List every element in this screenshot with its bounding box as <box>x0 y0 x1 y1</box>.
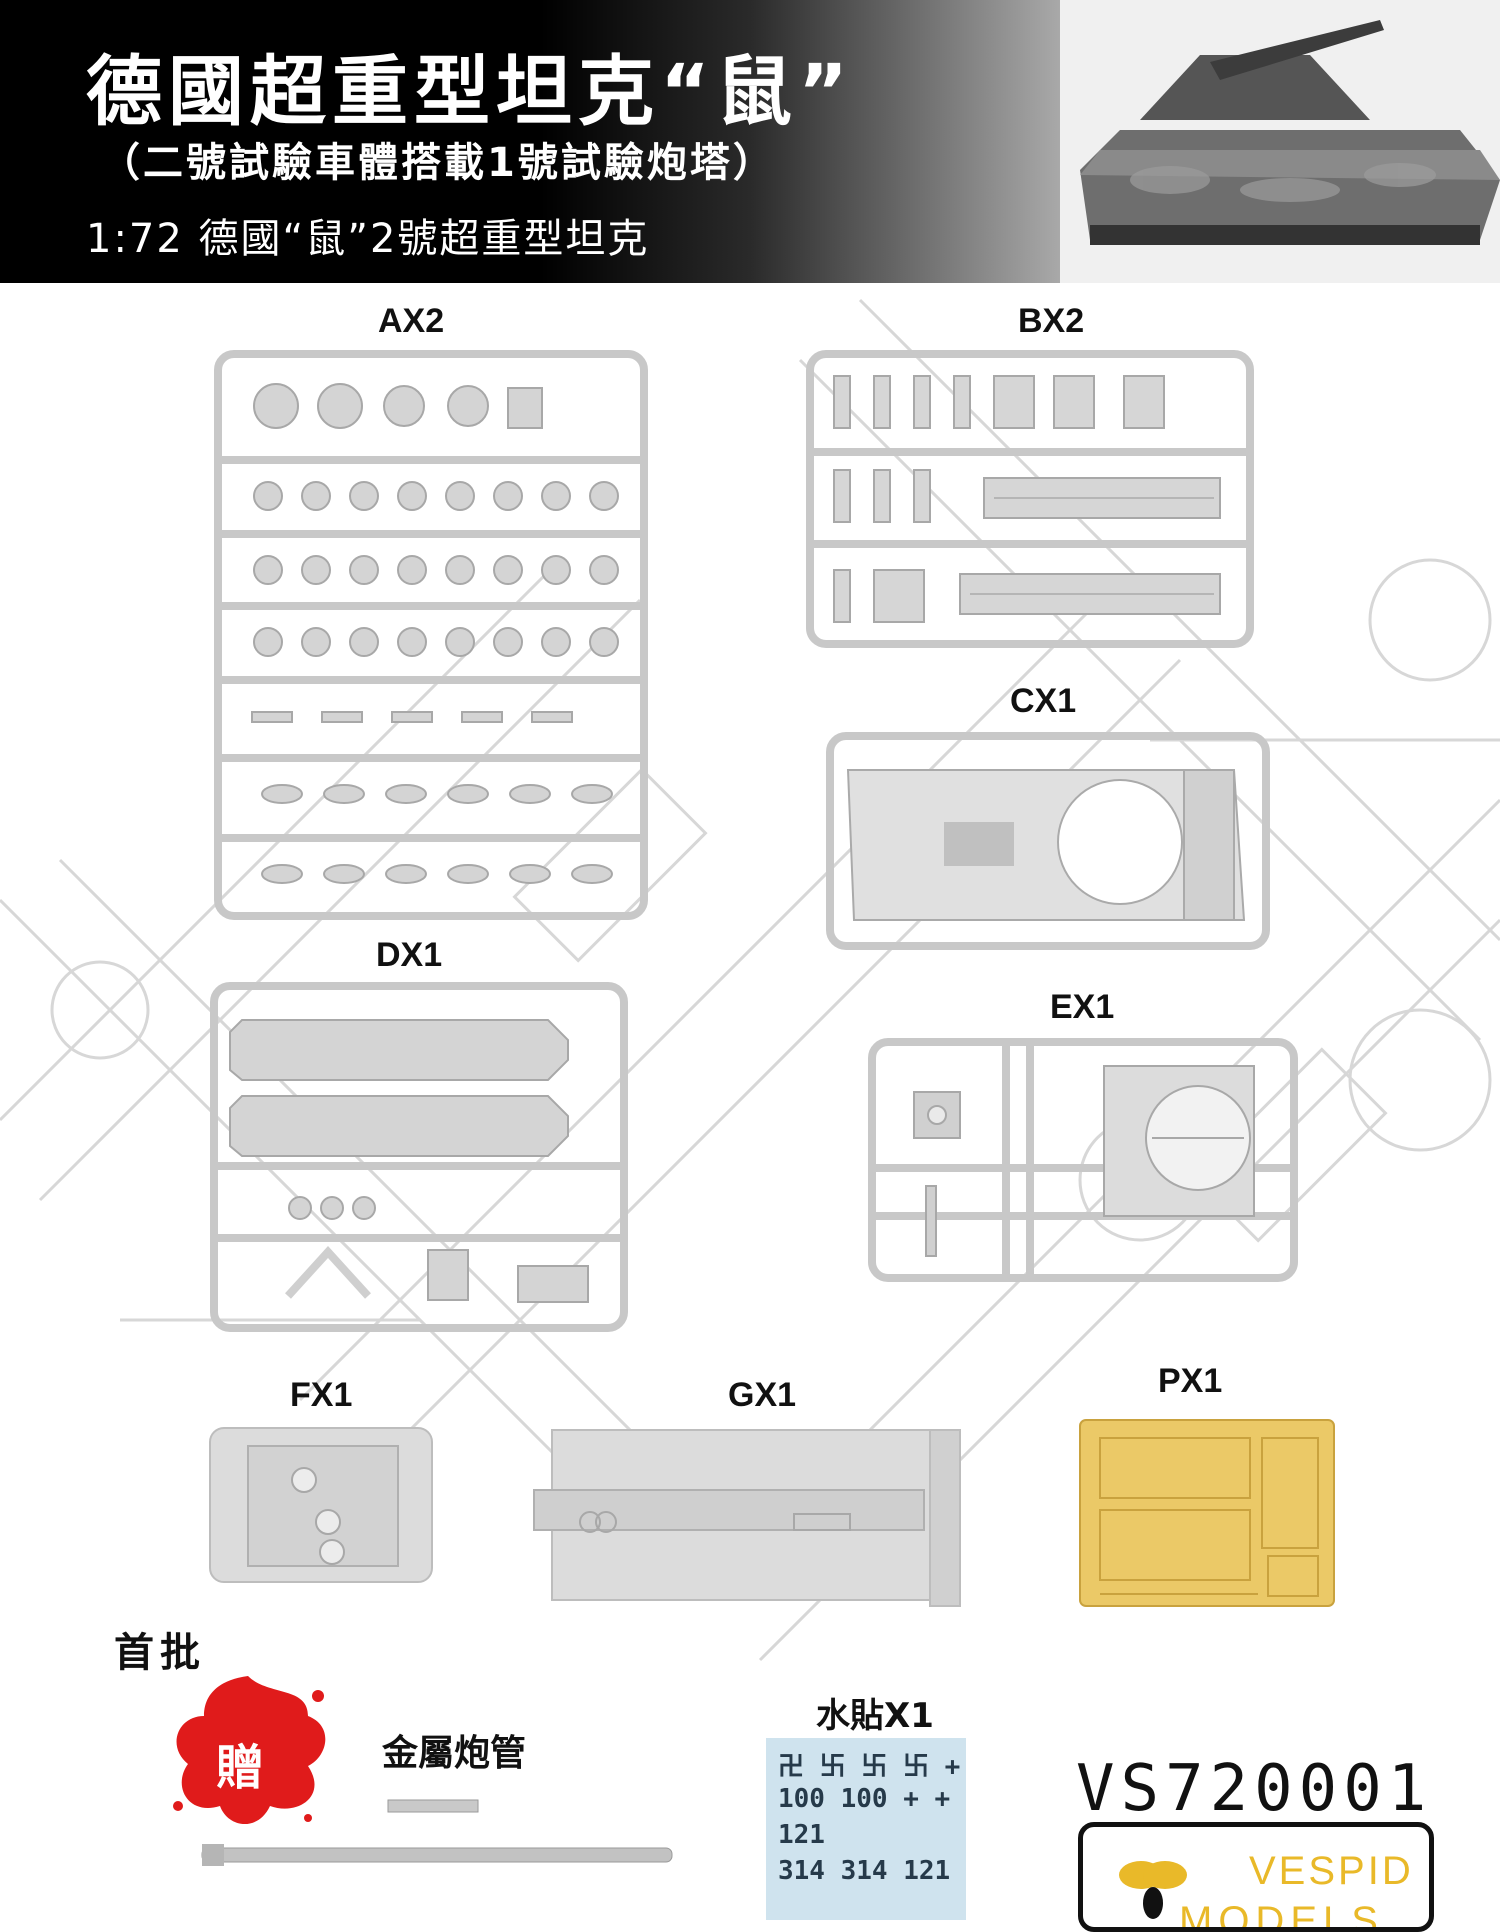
sprue-dx1 <box>210 982 628 1332</box>
metal-barrel-parts <box>201 1799 673 1866</box>
sprue-cx1 <box>826 732 1270 950</box>
page-tagline: 1:72 德國“鼠”2號超重型坦克 <box>86 216 650 262</box>
decal-row: 100 100 + + <box>778 1784 951 1814</box>
part-gx1 <box>533 1429 961 1607</box>
brand-logo: VESPID MODELS <box>1078 1822 1434 1932</box>
decal-row: 卍 卐 卐 卐 + <box>778 1752 961 1782</box>
tank-photo <box>1060 0 1500 283</box>
sprue-bx2 <box>806 350 1254 648</box>
decal-sheet-title: 水貼X1 <box>816 1696 934 1736</box>
decal-row: 314 314 121 <box>778 1856 951 1886</box>
sprue-ax2 <box>214 350 648 920</box>
sprue-ex1 <box>868 1038 1298 1282</box>
first-batch-label: 首批 <box>114 1630 206 1676</box>
sprue-label-cx1: CX1 <box>1010 682 1077 720</box>
metal-barrel-label: 金屬炮管 <box>382 1733 527 1774</box>
page-subtitle: （二號試驗車體搭載1號試驗炮塔） <box>100 140 776 186</box>
sprue-label-bx2: BX2 <box>1018 302 1085 340</box>
gift-splash-icon <box>173 1676 326 1825</box>
page-title: 德國超重型坦克“鼠” <box>86 47 854 136</box>
sprue-label-fx1: FX1 <box>290 1376 353 1414</box>
decal-row: 121 <box>778 1820 825 1850</box>
sprue-label-gx1: GX1 <box>728 1376 797 1414</box>
brand-name-line1: VESPID <box>1249 1849 1414 1893</box>
sprue-label-px1: PX1 <box>1158 1362 1223 1400</box>
photo-etch-px1 <box>1079 1419 1335 1607</box>
decal-sheet: 卍 卐 卐 卐 + 100 100 + + 121 314 314 121 <box>766 1738 966 1920</box>
gift-character: 贈 <box>216 1740 265 1796</box>
sprue-label-ex1: EX1 <box>1050 988 1115 1026</box>
sprue-label-dx1: DX1 <box>376 936 443 974</box>
sprue-label-ax2: AX2 <box>378 302 445 340</box>
header-banner: 德國超重型坦克“鼠” （二號試驗車體搭載1號試驗炮塔） 1:72 德國“鼠”2號… <box>0 0 1500 283</box>
brand-name-line2: MODELS <box>1179 1899 1384 1932</box>
product-code: VS720001 <box>1076 1752 1433 1826</box>
wasp-icon <box>1119 1861 1187 1919</box>
part-fx1 <box>209 1427 433 1583</box>
